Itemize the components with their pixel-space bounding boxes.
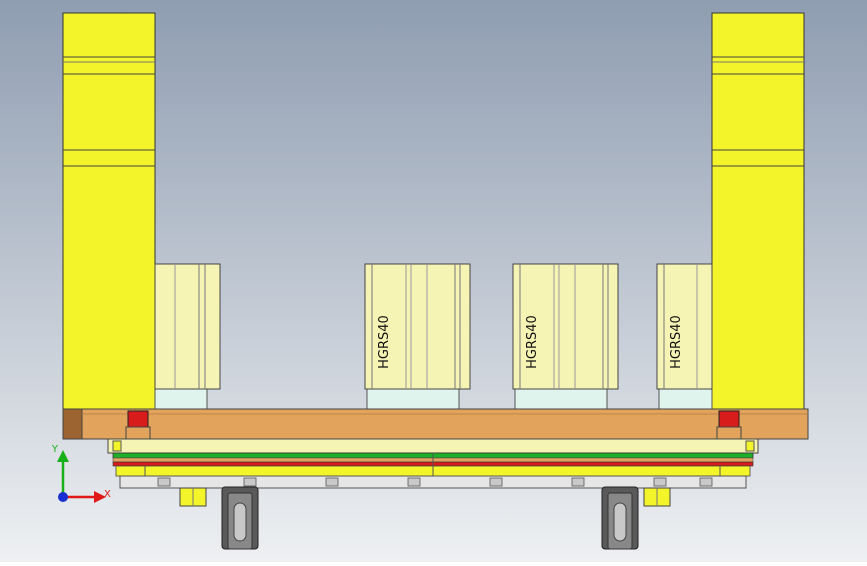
coordinate-triad: Y X [51,444,111,503]
lower-plate-stack[interactable] [107,438,759,489]
slider-block-2[interactable]: HGRS40 [364,263,471,410]
block-label-1: HGRS40 [377,315,392,369]
z-axis-dot [58,492,68,502]
caster-wheel-right[interactable] [601,486,639,550]
slider-block-3[interactable]: HGRS40 [512,263,619,410]
right-column[interactable] [711,12,805,414]
slider-block-1[interactable] [154,263,221,410]
block-label-3: HGRS40 [669,315,684,369]
red-locator-pin-right[interactable] [718,410,740,428]
base-plate[interactable] [62,408,809,440]
block-label-2: HGRS40 [525,315,540,369]
yellow-foot-left[interactable] [179,487,207,507]
caster-wheel-left[interactable] [221,486,259,550]
left-column[interactable] [62,12,156,414]
x-axis-label: X [104,489,111,500]
red-locator-pin-left[interactable] [127,410,149,428]
yellow-foot-right[interactable] [643,487,671,507]
y-axis-label: Y [51,444,59,455]
slider-block-4[interactable]: HGRS40 [656,263,713,410]
